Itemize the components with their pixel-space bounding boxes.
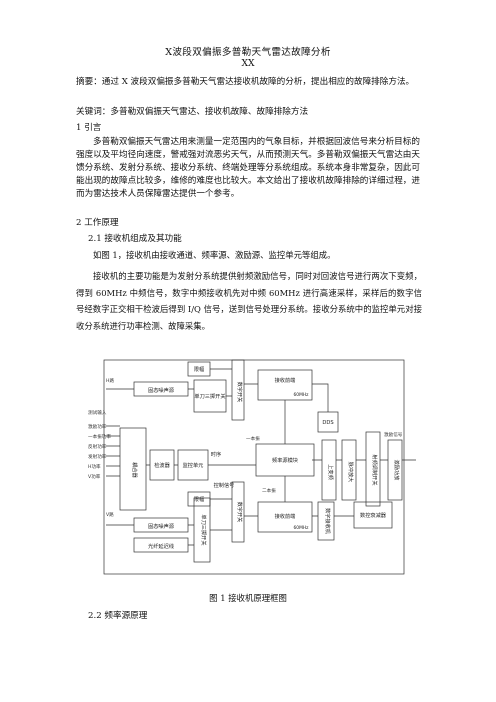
diagram-receiver: 数字接收机: [324, 508, 332, 535]
paper-title: X波段双偏振多普勒天气雷达故障分析: [165, 47, 331, 58]
section-2-2-heading: 2.2 频率源原理: [88, 611, 148, 621]
diagram-upconv: 上变频: [327, 464, 335, 480]
diagram-freq-top: 60MHz: [294, 392, 310, 398]
diagram-limiter-top: 限幅: [194, 365, 204, 373]
diagram-amp: 脉冲放大: [347, 462, 355, 483]
paper-author: XX: [241, 58, 255, 69]
receiver-block-diagram: 限幅 固态噪声源 单刀三掷开关 数字开关 接收前端 60MHz DDS 耦合器 …: [88, 359, 416, 575]
diagram-test-in: 测试输入: [88, 409, 107, 416]
diagram-output: 激励信号: [384, 431, 403, 438]
diagram-lo1: 一本振: [246, 435, 260, 442]
diagram-input-4: 发射功率: [88, 453, 107, 460]
diagram-spdt-top: 单刀三掷开关: [194, 392, 225, 400]
section-2-heading: 2 工作原理: [76, 218, 119, 228]
diagram-coupler: 耦合器: [131, 462, 139, 478]
diagram-detector: 检波器: [154, 461, 170, 469]
diagram-dds: DDS: [322, 420, 333, 426]
diagram-timing: 时序: [211, 450, 221, 458]
diagram-rf-switch: 射频调制开关: [371, 454, 379, 485]
section-2-1-paragraph-1: 如图 1，接收机由接收通道、频率源、激励源、监控单元等组成。: [93, 250, 336, 260]
section-1-body: 多普勒双偏振天气雷达用来测量一定范围内的气象目标，并根据回波信号来分析目标的强度…: [76, 137, 420, 199]
diagram-noise-source-top: 固态噪声源: [148, 386, 175, 394]
figure-caption: 图 1 接收机原理框图: [209, 593, 287, 603]
diagram-lo2: 二本振: [262, 487, 276, 494]
section-2-1-paragraph-2: 接收机的主要功能是为发射分系统提供射频激励信号，同时对回波信号进行两次下变频，得…: [76, 271, 422, 331]
diagram-fiber: 光纤延迟线: [148, 542, 174, 550]
diagram-input-6: V功率: [88, 473, 101, 480]
section-2-1-heading: 2.1 接收机组成及其功能: [88, 234, 182, 244]
diagram-synth: 频率源模块: [272, 456, 299, 464]
diagram-limiter-bottom: 限幅: [194, 495, 204, 503]
abstract: 摘要：通过 X 波段双偏振多普勒天气雷达接收机故障的分析，提出相应的故障排除方法…: [76, 77, 415, 87]
diagram-monitor: 监控单元: [183, 461, 204, 469]
diagram-freq-bottom: 60MHz: [294, 525, 310, 531]
diagram-v-path: V路: [106, 511, 114, 518]
diagram-input-3: 反射功率: [88, 443, 107, 450]
diagram-switch-bottom: 数字开关: [236, 502, 244, 523]
diagram-spdt-bottom: 单刀三掷开关: [200, 514, 208, 545]
diagram-input-5: H功率: [88, 463, 101, 470]
keywords: 关键词：多普勒双偏振天气雷达、接收机故障、故障排除方法: [76, 107, 309, 117]
section-1-heading: 1 引言: [76, 123, 102, 133]
diagram-front-top: 接收前端: [275, 376, 296, 384]
diagram-front-bottom: 接收前端: [275, 512, 296, 520]
diagram-h-path: H路: [106, 377, 114, 384]
diagram-excite: 激励功放: [393, 460, 401, 482]
diagram-atten: 数控衰减器: [360, 511, 387, 519]
diagram-noise-source-bottom: 固态噪声源: [148, 522, 175, 530]
diagram-input-2: 一本振功率: [88, 433, 111, 440]
diagram-switch-top: 数字开关: [236, 382, 244, 403]
diagram-input-1: 激励功率: [88, 423, 107, 430]
diagram-control-signal: 控制信号: [214, 481, 235, 489]
